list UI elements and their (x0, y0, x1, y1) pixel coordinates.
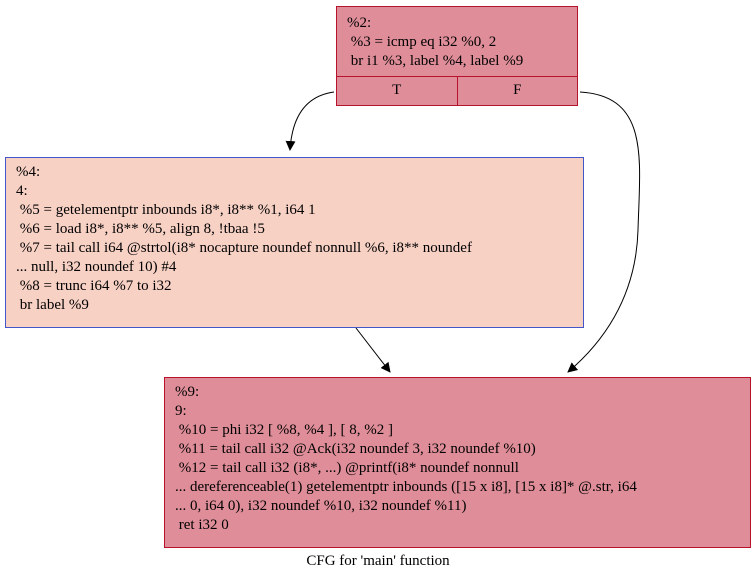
block-2-line: br i1 %3, label %4, label %9 (347, 53, 524, 69)
port-false[interactable]: F (456, 77, 578, 105)
block-9-line: %11 = tail call i32 @Ack(i32 noundef 3, … (175, 441, 536, 457)
block-9-node[interactable]: %9: 9: %10 = phi i32 [ %8, %4 ], [ 8, %2… (164, 377, 751, 548)
block-2-node[interactable]: %2: %3 = icmp eq i32 %0, 2 br i1 %3, lab… (336, 6, 578, 106)
port-true[interactable]: T (392, 82, 402, 98)
block-4-line: 4: (16, 183, 28, 199)
block-4-line: %7 = tail call i64 @strtol(i8* nocapture… (16, 240, 472, 256)
edge-2-T-to-4 (285, 91, 335, 151)
block-9-line: 9: (175, 403, 187, 419)
block-9-line: %10 = phi i32 [ %8, %4 ], [ 8, %2 ] (175, 422, 394, 438)
block-2-body: %2: %3 = icmp eq i32 %0, 2 br i1 %3, lab… (337, 7, 577, 78)
block-2-ports: T F (337, 76, 577, 105)
block-2-line: %3 = icmp eq i32 %0, 2 (347, 34, 497, 50)
block-2-line: %2: (347, 15, 372, 31)
block-4-line: %8 = trunc i64 %7 to i32 (16, 278, 172, 294)
block-9-line: %12 = tail call i32 (i8*, ...) @printf(i… (175, 460, 519, 476)
edge-2-F-to-9 (567, 91, 641, 373)
block-9-line: %9: (175, 384, 200, 400)
block-4-line: ... null, i32 noundef 10) #4 (16, 259, 177, 275)
block-9-line: ... 0, i64 0), i32 noundef %10, i32 noun… (175, 498, 467, 514)
graph-caption: CFG for 'main' function (306, 553, 450, 569)
block-9-line: ... dereferenceable(1) getelementptr inb… (175, 479, 637, 495)
edge-4-to-9 (355, 327, 391, 373)
block-9-line: ret i32 0 (175, 517, 229, 533)
block-4-line: %4: (16, 164, 41, 180)
block-4-line: %6 = load i8*, i8** %5, align 8, !tbaa !… (16, 221, 265, 237)
block-4-node[interactable]: %4: 4: %5 = getelementptr inbounds i8*, … (5, 157, 584, 328)
block-4-line: br label %9 (16, 297, 89, 313)
block-4-line: %5 = getelementptr inbounds i8*, i8** %1… (16, 202, 316, 218)
